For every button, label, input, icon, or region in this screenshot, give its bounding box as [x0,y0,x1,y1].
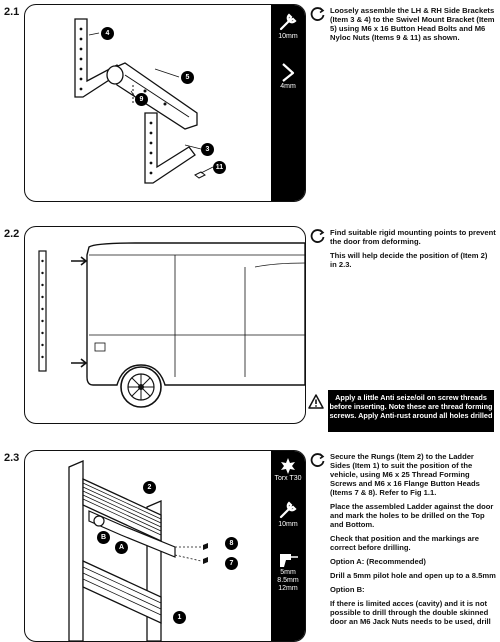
tool-label: 4mm [280,83,296,90]
van-ladder-drawing [38,242,305,408]
ladder-rung-drawing [68,460,208,641]
callout-item-1: 1 [173,611,186,624]
rotate-icon [310,229,325,243]
callout-item-2: 2 [143,481,156,494]
tool-wrench: 10mm [271,499,305,529]
instruction-paragraph: Secure the Rungs (Item 2) to the Ladder … [330,452,480,497]
step-number: 2.3 [4,452,20,464]
tool-label: Torx T30 [274,475,302,482]
bracket-assembly-drawing [74,18,214,184]
step-number: 2.2 [4,228,20,240]
wrench-icon [279,501,297,519]
instruction-paragraph: Option B: [330,585,365,594]
step-2-2-instructions: Find suitable rigid mounting points to p… [330,228,496,274]
callout-item-9: 9 [135,93,148,106]
callout-label-a: A [115,541,128,554]
step-number: 2.1 [4,6,20,18]
callout-item-5: 5 [181,71,194,84]
callout-item-7: 7 [225,557,238,570]
step-2-3-instructions: Secure the Rungs (Item 2) to the Ladder … [330,452,496,631]
tool-wrench: 10mm [271,11,305,41]
step-2-2-figure [24,226,306,424]
rotate-icon [310,7,325,21]
callout-item-8: 8 [225,537,238,550]
torx-icon [281,458,295,474]
tool-allen-key: 4mm [271,61,305,91]
tool-label: 10mm [278,33,298,40]
tool-drill: 5mm 8.5mm 12mm [271,549,305,593]
tool-label: 5mm 8.5mm 12mm [277,569,299,592]
instruction-paragraph: This will help decide the position of (I… [330,251,488,269]
instruction-paragraph: Place the assembled Ladder against the d… [330,502,494,529]
instruction-paragraph: Drill a 5mm pilot hole and open up to a … [330,571,496,580]
step-2-1-figure: 4 5 9 3 11 10mm 4mm [24,4,306,202]
warning-icon [308,394,324,409]
wrench-icon [279,13,297,31]
step-2-3-figure: 2 B A 8 7 1 Torx T30 10mm 5mm 8.5mm 12mm [24,450,306,642]
allen-key-icon [282,63,295,82]
callout-item-11: 11 [213,161,226,174]
tool-strip: 10mm 4mm [271,5,305,201]
warning-box: Apply a little Anti seize/oil on screw t… [328,390,494,432]
tool-torx: Torx T30 [271,457,305,483]
callout-item-3: 3 [201,143,214,156]
drill-icon [280,554,298,567]
tool-strip: Torx T30 10mm 5mm 8.5mm 12mm [271,451,305,641]
step-2-1-instructions: Loosely assemble the LH & RH Side Bracke… [330,6,495,42]
tool-label: 10mm [278,521,298,528]
instruction-paragraph: Option A: (Recommended) [330,557,426,566]
callout-label-b: B [97,531,110,544]
instruction-paragraph: Check that position and the markings are… [330,534,479,552]
callout-item-4: 4 [101,27,114,40]
instruction-paragraph: Find suitable rigid mounting points to p… [330,228,496,246]
rotate-icon [310,453,325,467]
